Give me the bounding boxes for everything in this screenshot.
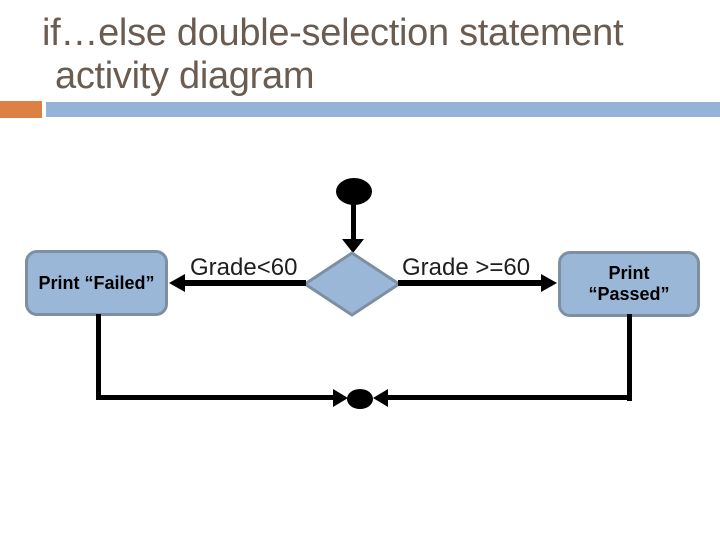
branch-label-grade-ge-60: Grade >=60	[402, 254, 531, 281]
arrow-start-to-decision	[351, 203, 356, 240]
branch-label-grade-lt-60: Grade<60	[190, 254, 298, 281]
arrow-decision-to-failed	[183, 280, 306, 286]
start-node-icon	[336, 178, 372, 205]
connector-passed-horizontal	[388, 395, 632, 400]
connector-failed-horizontal	[96, 395, 333, 400]
arrowhead-down-icon	[342, 239, 364, 253]
action-label-failed: Print “Failed”	[38, 272, 155, 293]
arrow-decision-to-passed	[398, 280, 541, 286]
arrowhead-left-icon	[169, 274, 185, 292]
connector-failed-vertical	[96, 314, 101, 400]
page-title-line-2: activity diagram	[55, 55, 315, 97]
arrowhead-into-merge-right-icon	[373, 389, 388, 407]
arrowhead-into-merge-left-icon	[333, 389, 348, 407]
action-box-print-failed: Print “Failed”	[25, 250, 168, 316]
merge-node-icon	[347, 389, 373, 409]
decision-diamond	[303, 251, 401, 317]
connector-passed-vertical	[627, 314, 632, 401]
action-box-print-passed: Print “Passed”	[558, 251, 700, 317]
arrowhead-right-icon	[541, 274, 557, 292]
action-label-passed: Print “Passed”	[588, 263, 670, 304]
page-title-line-1: if…else double-selection statement	[42, 12, 624, 54]
orange-accent-square	[0, 101, 42, 118]
blue-accent-bar	[46, 102, 720, 117]
